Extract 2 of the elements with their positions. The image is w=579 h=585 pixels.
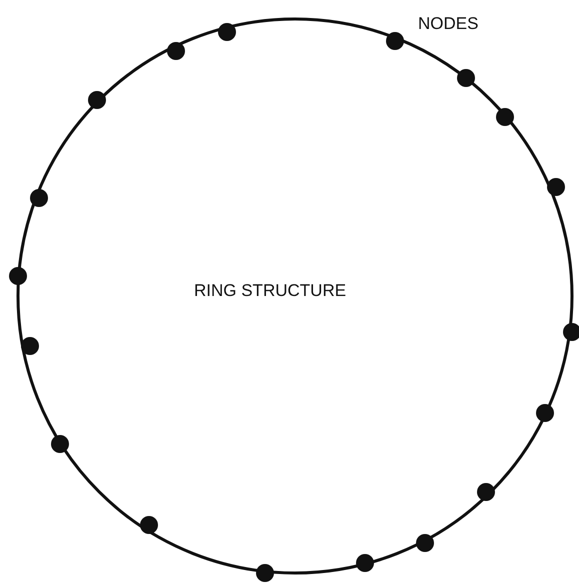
callout-label: NODES: [418, 14, 478, 34]
ring-label: RING STRUCTURE: [194, 281, 346, 301]
